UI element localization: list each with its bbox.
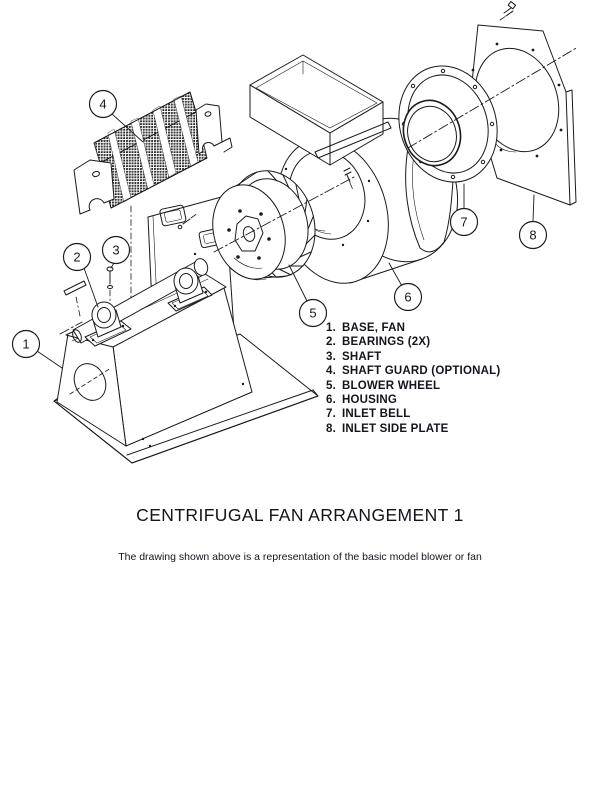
svg-text:7: 7 xyxy=(460,215,467,230)
parts-list-item: 8. INLET SIDE PLATE xyxy=(326,422,500,436)
svg-text:3: 3 xyxy=(112,243,119,258)
housing-center-stud-icon xyxy=(343,167,354,191)
svg-text:2: 2 xyxy=(73,250,80,265)
panel-screw-icon xyxy=(177,212,199,230)
housing-outlet-duct xyxy=(249,54,392,166)
blower-wheel xyxy=(212,170,316,281)
drawing-caption: The drawing shown above is a representat… xyxy=(118,551,482,563)
part-number: 6. xyxy=(326,394,336,407)
pillow-block-bearing-right xyxy=(167,267,213,312)
assembly-centerline xyxy=(59,46,579,335)
exploded-view-drawing: 1 2 3 4 5 6 7 xyxy=(11,1,579,464)
part-name: SHAFT GUARD (OPTIONAL) xyxy=(342,365,501,378)
part-name: INLET SIDE PLATE xyxy=(342,422,449,435)
guard-left-end-cap xyxy=(73,159,115,215)
parts-list-item: 2. BEARINGS (2X) xyxy=(326,335,500,349)
pillow-block-bearing-left xyxy=(84,301,132,347)
svg-text:6: 6 xyxy=(404,290,411,305)
part-name: BLOWER WHEEL xyxy=(342,379,441,392)
callout-1: 1 xyxy=(11,329,63,369)
shaft-key xyxy=(63,280,87,317)
parts-list-item: 6. HOUSING xyxy=(326,393,500,407)
parts-list-item: 5. BLOWER WHEEL xyxy=(326,379,500,393)
shaft-and-bearings xyxy=(63,258,213,347)
part-name: HOUSING xyxy=(342,394,398,407)
callout-8: 8 xyxy=(518,194,548,250)
parts-list-item: 3. SHAFT xyxy=(326,350,500,364)
svg-text:4: 4 xyxy=(99,97,106,112)
callout-6: 6 xyxy=(388,262,423,312)
part-number: 5. xyxy=(326,379,336,392)
part-name: BEARINGS (2X) xyxy=(342,336,431,349)
callout-5: 5 xyxy=(288,264,328,328)
svg-text:8: 8 xyxy=(529,228,536,243)
part-number: 4. xyxy=(326,365,336,378)
part-number: 7. xyxy=(326,408,336,421)
part-number: 8. xyxy=(326,422,336,435)
bearing-bolt-icon xyxy=(106,266,114,305)
part-number: 2. xyxy=(326,336,336,349)
parts-list-item: 7. INLET BELL xyxy=(326,407,500,421)
svg-text:5: 5 xyxy=(309,306,316,321)
guard-right-end-cap xyxy=(195,103,233,155)
svg-text:1: 1 xyxy=(22,337,29,352)
parts-list-item: 1. BASE, FAN xyxy=(326,321,500,335)
part-name: BASE, FAN xyxy=(342,322,406,334)
parts-list: 1. BASE, FAN 2. BEARINGS (2X) 3. SHAFT 4. SH… xyxy=(326,321,500,436)
fan-housing xyxy=(249,54,459,284)
callout-4: 4 xyxy=(88,89,144,143)
callout-3: 3 xyxy=(101,235,131,269)
part-number: 3. xyxy=(326,350,336,363)
part-name: SHAFT xyxy=(342,350,382,363)
inlet-side-plate xyxy=(470,1,577,206)
inlet-bell xyxy=(398,65,498,253)
callout-7: 7 xyxy=(449,183,479,237)
part-name: INLET BELL xyxy=(342,408,411,421)
part-number: 1. xyxy=(326,322,336,334)
callout-2: 2 xyxy=(62,242,99,308)
wheel-blades xyxy=(266,170,316,278)
side-plate-bolt-icon xyxy=(499,1,517,21)
parts-list-item: 4. SHAFT GUARD (OPTIONAL) xyxy=(326,364,500,378)
drawing-title: CENTRIFUGAL FAN ARRANGEMENT 1 xyxy=(136,505,464,525)
